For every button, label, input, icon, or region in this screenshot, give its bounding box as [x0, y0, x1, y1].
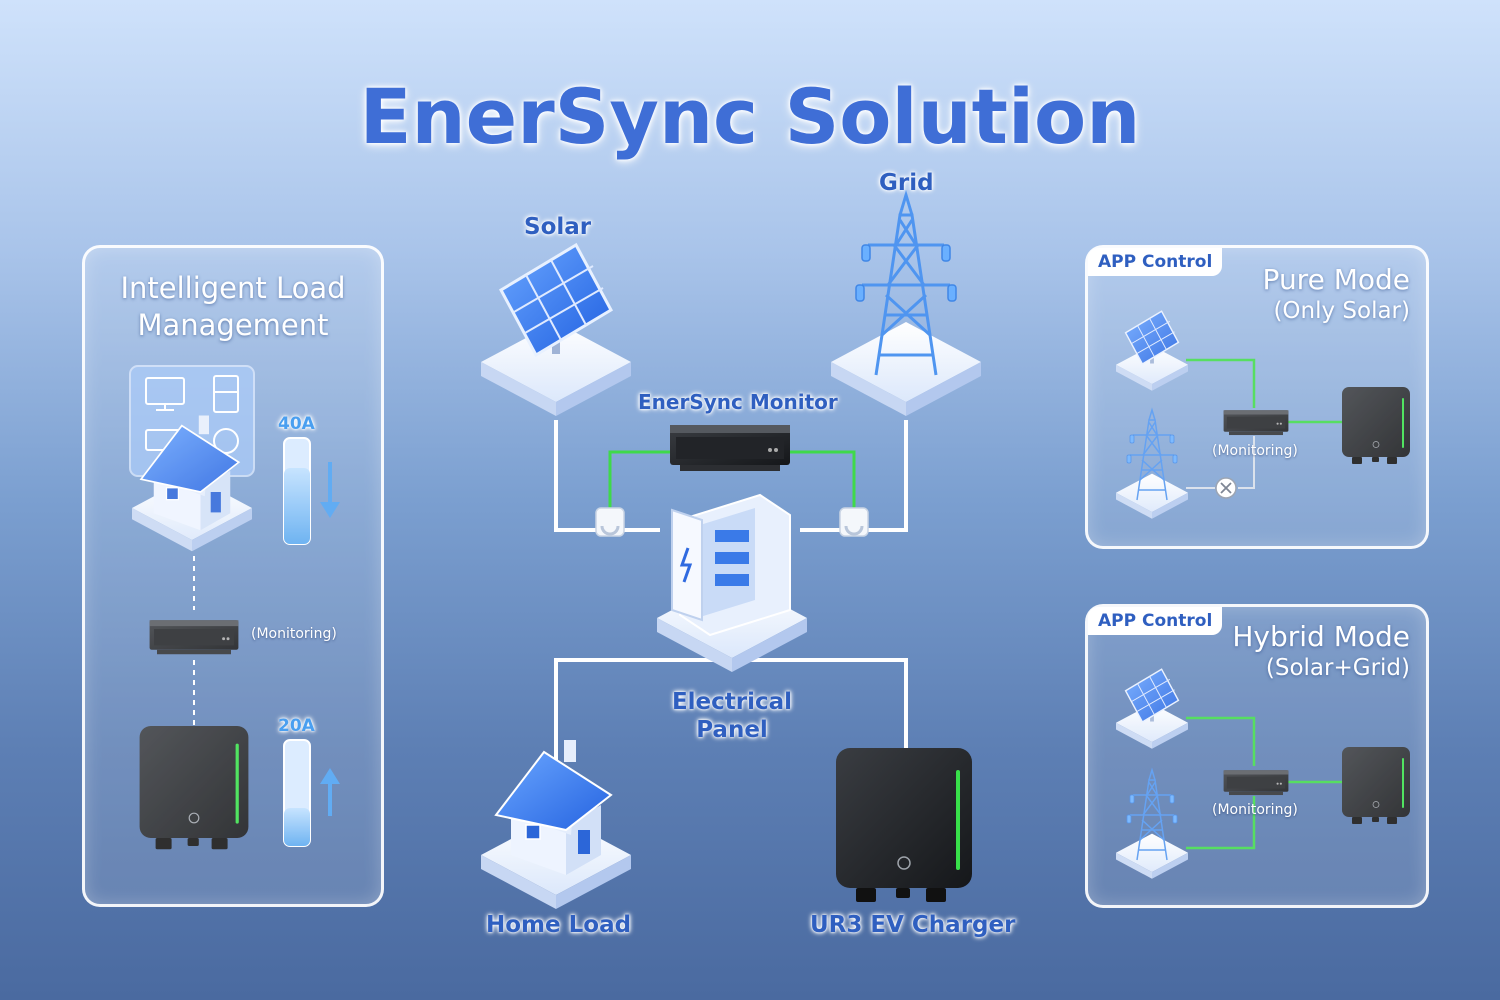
- electrical-panel-node: [657, 493, 807, 672]
- hybrid-mode-subtitle: (Solar+Grid): [1265, 655, 1410, 681]
- left-monitoring-label: (Monitoring): [251, 626, 337, 642]
- ur3-ev-charger-node: [835, 747, 973, 903]
- current-20a-label: 20A: [278, 716, 315, 736]
- electrical-panel-label-line2: Panel: [696, 717, 768, 743]
- enersync-monitor-device: [670, 425, 790, 471]
- ct-clamp-right: [838, 506, 870, 538]
- page-title: EnerSync Solution: [359, 72, 1141, 161]
- hybrid-mode-title: Hybrid Mode: [1232, 620, 1410, 653]
- current-40a-label: 40A: [278, 414, 315, 434]
- ur3-ev-charger-label: UR3 EV Charger: [810, 912, 1016, 938]
- hybrid-mode-app-control-tag: APP Control: [1088, 607, 1223, 635]
- hybrid-mode-panel: [1085, 604, 1429, 908]
- pure-mode-panel: [1085, 245, 1429, 549]
- electrical-panel-label-line1: Electrical: [671, 689, 793, 715]
- grid-node: [831, 193, 981, 416]
- solar-label: Solar: [524, 214, 592, 240]
- home-load-node: [481, 739, 631, 909]
- solar-node: [481, 243, 631, 416]
- left-panel-title-line1: Intelligent Load: [120, 271, 346, 305]
- grid-label: Grid: [879, 170, 934, 196]
- ct-clamp-left: [594, 506, 626, 538]
- left-panel-title-line2: Management: [137, 308, 329, 342]
- intelligent-load-management-panel: [82, 245, 384, 907]
- pure-mode-monitoring-label: (Monitoring): [1212, 443, 1298, 459]
- pure-mode-graphics: [1116, 310, 1411, 519]
- monitor-label: EnerSync Monitor: [638, 390, 838, 414]
- left-panel-title: Intelligent Load Management: [85, 270, 381, 344]
- left-panel-graphics: [129, 365, 340, 850]
- pure-mode-app-control-tag: APP Control: [1088, 248, 1223, 276]
- pure-mode-subtitle: (Only Solar): [1273, 298, 1410, 324]
- pure-mode-title: Pure Mode: [1262, 263, 1410, 296]
- electrical-panel-label: Electrical Panel: [632, 688, 832, 744]
- home-load-label: Home Load: [486, 912, 632, 938]
- hybrid-mode-monitoring-label: (Monitoring): [1212, 802, 1298, 818]
- hybrid-mode-graphics: [1116, 668, 1411, 879]
